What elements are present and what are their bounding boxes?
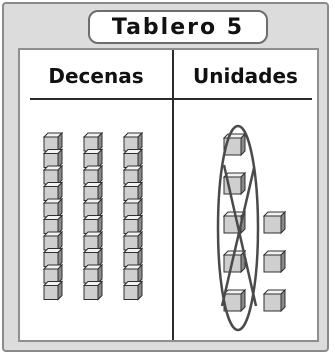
rod-cube xyxy=(82,280,104,301)
rod-cube xyxy=(82,164,104,186)
rod-cube xyxy=(42,197,64,219)
rod-cube xyxy=(122,181,144,202)
board-title: Tablero 5 xyxy=(111,14,245,40)
rod-cube xyxy=(122,197,144,219)
rod-cube xyxy=(122,131,144,153)
group-circle xyxy=(216,124,260,332)
tens-rod xyxy=(122,131,144,301)
rod-cube xyxy=(42,181,64,202)
rod-cube xyxy=(42,164,64,186)
unit-cube xyxy=(262,288,287,313)
rod-cube xyxy=(82,181,104,202)
rod-cube xyxy=(42,148,64,169)
rod-cube xyxy=(122,148,144,169)
unit-cube xyxy=(262,210,287,235)
cross-out-line xyxy=(222,164,258,307)
rod-cube xyxy=(122,263,144,285)
rod-cube xyxy=(42,214,64,235)
unit-cube xyxy=(222,288,247,313)
rod-cube xyxy=(42,263,64,285)
rod-cube xyxy=(82,263,104,285)
rod-cube xyxy=(82,197,104,219)
unit-cube xyxy=(262,249,287,274)
rod-cube xyxy=(122,230,144,252)
rod-cube xyxy=(122,280,144,301)
rod-cube xyxy=(122,164,144,186)
rod-cube xyxy=(42,230,64,252)
rod-cube xyxy=(82,148,104,169)
board-title-tab: Tablero 5 xyxy=(88,10,268,44)
tens-rod xyxy=(42,131,64,301)
rod-cube xyxy=(122,247,144,268)
column-divider xyxy=(172,50,174,340)
rod-cube xyxy=(82,131,104,153)
cross-out-line xyxy=(220,167,256,307)
ones-column-header: Unidades xyxy=(193,64,298,88)
rod-cube xyxy=(82,247,104,268)
rod-cube xyxy=(122,214,144,235)
rod-cube xyxy=(42,131,64,153)
rod-cube xyxy=(82,214,104,235)
tens-column-header: Decenas xyxy=(48,64,144,88)
rod-cube xyxy=(42,280,64,301)
header-divider xyxy=(30,98,312,100)
tens-rod xyxy=(82,131,104,301)
rod-cube xyxy=(82,230,104,252)
rod-cube xyxy=(42,247,64,268)
